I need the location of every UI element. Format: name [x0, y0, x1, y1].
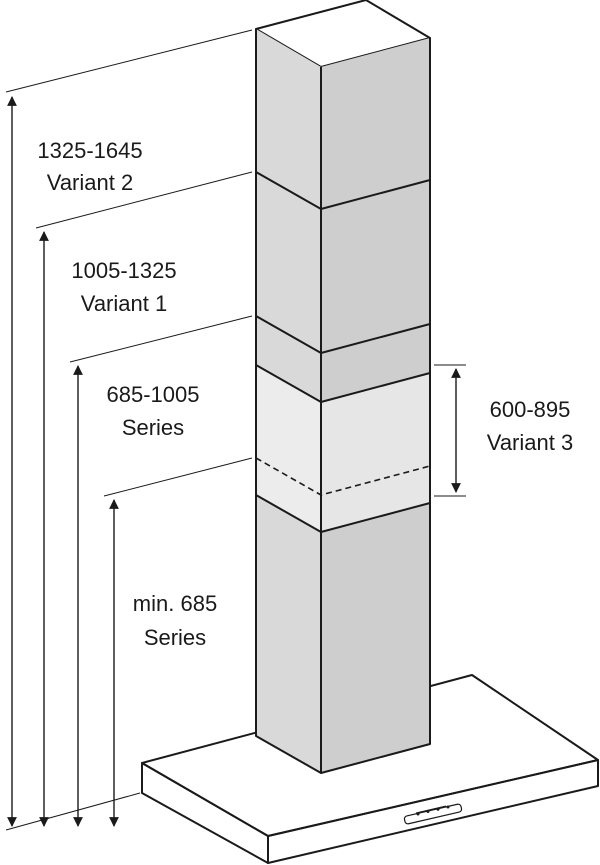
- joint-panel-top: [255, 364, 431, 403]
- joint-panel-bottom: [255, 494, 431, 533]
- chimney-lower-side: [321, 503, 430, 773]
- dimension-arrows: [7, 96, 461, 827]
- dim-min-series-range: min. 685: [133, 591, 217, 616]
- dim-min-series-label: Series: [144, 625, 206, 650]
- canopy-front-face: [141, 762, 269, 864]
- variant3-panel-front: [256, 365, 321, 532]
- chimney-upper-side: [321, 38, 430, 402]
- joint-variant2: [255, 171, 431, 210]
- dim-variant2-range: 1325-1645: [37, 138, 142, 163]
- control-panel: [403, 803, 463, 825]
- joint-panel-dashed: [255, 457, 431, 496]
- dim-series-label: Series: [122, 415, 184, 440]
- extension-lines: [5, 29, 466, 831]
- dimension-labels: 1325-1645 Variant 2 1005-1325 Variant 1 …: [37, 138, 573, 650]
- dim-variant1-label: Variant 1: [81, 291, 167, 316]
- dim-variant3-range: 600-895: [490, 397, 571, 422]
- variant3-panel-side: [321, 373, 430, 532]
- dim-variant1-range: 1005-1325: [71, 258, 176, 283]
- dim-variant3-label: Variant 3: [487, 430, 573, 455]
- canopy-right-face: [267, 759, 599, 864]
- chimney-lower-front: [256, 495, 321, 773]
- joint-variant1: [255, 315, 431, 354]
- dim-variant2-label: Variant 2: [47, 170, 133, 195]
- dim-series-range: 685-1005: [107, 382, 200, 407]
- chimney-upper-front: [256, 29, 321, 402]
- chimney: [255, 0, 431, 774]
